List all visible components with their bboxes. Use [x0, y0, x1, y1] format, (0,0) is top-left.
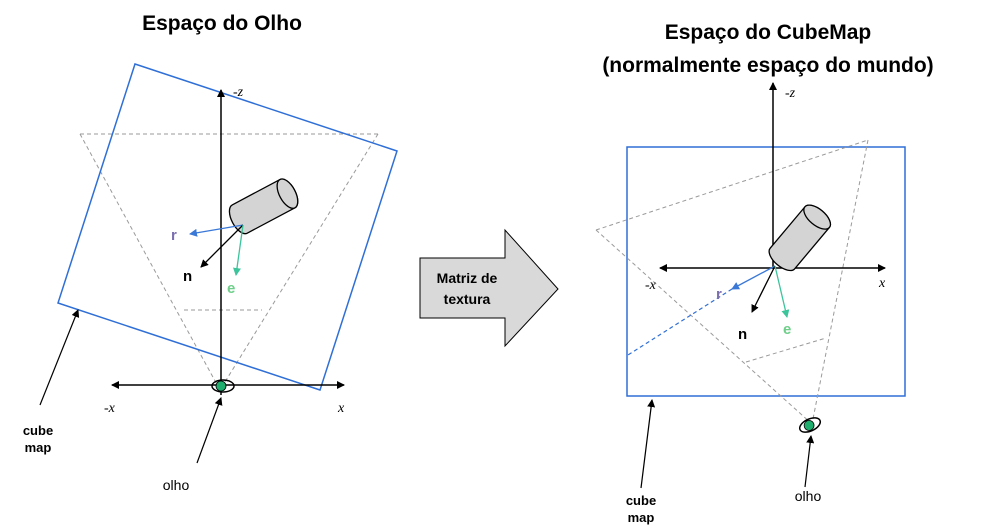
right-vector-e-label: e — [783, 321, 791, 338]
right-vector-n-arrow — [751, 265, 776, 313]
right-panel: Espaço do CubeMap (normalmente espaço do… — [595, 21, 934, 525]
left-eye-label: olho — [163, 477, 190, 493]
texture-matrix-arrow: Matriz de textura — [419, 228, 559, 348]
right-cube-map-pointer — [640, 399, 656, 489]
right-vector-r-arrow — [731, 265, 776, 290]
right-vector-r-label: r — [716, 286, 722, 303]
right-cylinder-object — [768, 204, 832, 272]
left-cube-map-label-line2: map — [25, 440, 52, 455]
right-view-frustum — [595, 139, 869, 425]
left-eye-pointer — [196, 397, 223, 464]
right-cube-map-label-line1: cube — [626, 493, 656, 508]
left-panel-title: Espaço do Olho — [142, 12, 302, 35]
texture-matrix-label-line2: textura — [444, 291, 491, 307]
left-cylinder-object — [228, 178, 299, 235]
left-vector-r-arrow — [189, 224, 244, 237]
right-axis-neg-z-label: -z — [785, 86, 796, 101]
left-cube-map-pointer — [39, 309, 80, 406]
texture-matrix-label-line1: Matriz de — [437, 270, 498, 286]
right-axis-x-label: x — [878, 276, 886, 291]
left-cube-map-label-line1: cube — [23, 423, 53, 438]
right-eye-pointer — [804, 435, 815, 488]
right-vector-n-label: n — [738, 326, 747, 343]
left-axis-neg-x-label: -x — [104, 401, 116, 416]
left-vector-r-label: r — [171, 227, 177, 244]
left-eye-icon — [211, 379, 235, 393]
right-eye-label: olho — [795, 488, 822, 504]
right-cube-map-label-line2: map — [628, 510, 655, 525]
left-panel: Espaço do Olho -z -x x r n e — [23, 12, 398, 493]
left-vector-n-arrow — [200, 224, 244, 268]
left-axis-neg-z-label: -z — [233, 85, 244, 100]
right-cube-map-square — [626, 146, 906, 397]
left-view-frustum — [79, 133, 379, 391]
right-eye-icon — [798, 417, 822, 433]
right-vector-e-arrow — [774, 265, 790, 318]
right-axis-neg-x-label: -x — [645, 278, 657, 293]
left-vector-n-label: n — [183, 268, 192, 285]
right-panel-title-line1: Espaço do CubeMap — [665, 21, 872, 44]
left-vector-e-arrow — [233, 224, 244, 276]
right-panel-title-line2: (normalmente espaço do mundo) — [602, 54, 933, 77]
left-axis-x-label: x — [337, 401, 345, 416]
left-vector-e-label: e — [227, 280, 235, 297]
left-cube-map-square — [57, 63, 398, 391]
